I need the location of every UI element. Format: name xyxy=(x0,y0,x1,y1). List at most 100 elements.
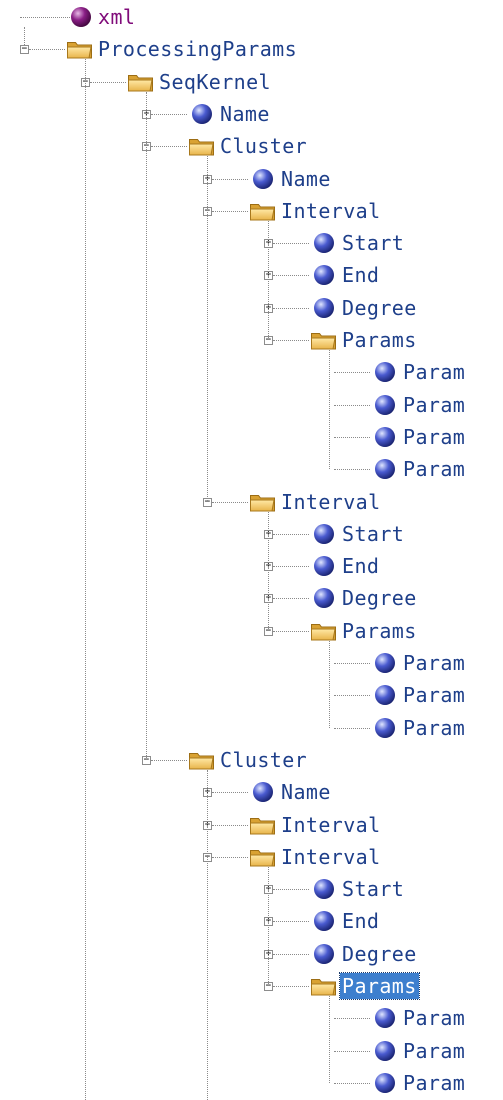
tree-connector-line xyxy=(212,501,248,503)
tree-node-label-degree[interactable]: Degree xyxy=(342,941,417,966)
tree-connector-line xyxy=(268,866,269,986)
tree-node-label-start[interactable]: Start xyxy=(342,521,405,546)
tree-connector-line xyxy=(146,91,147,760)
tree-node-label-interval[interactable]: Interval xyxy=(281,198,381,223)
tree-node-label-degree[interactable]: Degree xyxy=(342,586,417,611)
tree-node-label-name[interactable]: Name xyxy=(281,780,331,805)
tree-node-label-end[interactable]: End xyxy=(342,263,380,288)
tree-node-label-start[interactable]: Start xyxy=(342,877,405,902)
folder-icon xyxy=(188,135,216,161)
tree-connector-line xyxy=(273,953,309,955)
tree-node-label-xml[interactable]: xml xyxy=(98,5,136,29)
blue-sphere-icon xyxy=(374,1072,396,1098)
tree-connector-line xyxy=(334,1050,370,1052)
tree-connector-line xyxy=(329,996,330,1083)
blue-sphere-icon xyxy=(252,781,274,807)
tree-connector-line xyxy=(273,986,309,987)
tree-connector-line xyxy=(90,81,126,83)
tree-connector-line xyxy=(273,340,309,341)
tree-connector-line xyxy=(334,1018,370,1020)
tree-node-label-start[interactable]: Start xyxy=(342,231,405,256)
tree-connector-line xyxy=(334,469,370,471)
tree-node-label-param[interactable]: Param xyxy=(403,424,466,449)
tree-node-label-name[interactable]: Name xyxy=(220,101,270,126)
tree-node-label-param[interactable]: Param xyxy=(403,457,466,482)
tree-connector-line xyxy=(273,307,309,309)
folder-icon xyxy=(249,200,277,226)
tree-connector-line xyxy=(212,210,248,212)
tree-node-label-end[interactable]: End xyxy=(342,554,380,579)
tree-connector-line xyxy=(329,640,330,728)
tree-node-label-params[interactable]: Params xyxy=(342,618,417,643)
tree-connector-line xyxy=(334,727,370,729)
purple-sphere-icon xyxy=(70,6,92,32)
blue-sphere-icon xyxy=(374,426,396,452)
blue-sphere-icon xyxy=(374,394,396,420)
blue-sphere-icon xyxy=(374,652,396,678)
folder-icon xyxy=(310,329,338,355)
tree-connector-line xyxy=(29,49,65,51)
folder-icon xyxy=(310,975,338,1001)
blue-sphere-icon xyxy=(313,910,335,936)
tree-node-label-param[interactable]: Param xyxy=(403,1038,466,1063)
blue-sphere-icon xyxy=(313,232,335,258)
folder-icon xyxy=(188,749,216,775)
tree-node-label-param[interactable]: Param xyxy=(403,360,466,385)
folder-icon xyxy=(249,814,277,840)
folder-icon xyxy=(310,620,338,646)
tree-node-label-interval[interactable]: Interval xyxy=(281,489,381,514)
tree-connector-line xyxy=(207,156,208,502)
blue-sphere-icon xyxy=(374,1007,396,1033)
tree-connector-line xyxy=(334,372,370,374)
blue-sphere-icon xyxy=(191,103,213,129)
folder-icon xyxy=(249,491,277,517)
tree-node-label-interval[interactable]: Interval xyxy=(281,812,381,837)
blue-sphere-icon xyxy=(374,458,396,484)
tree-connector-line xyxy=(273,921,309,923)
tree-connector-line xyxy=(212,824,248,826)
tree-node-label-interval[interactable]: Interval xyxy=(281,844,381,869)
blue-sphere-icon xyxy=(374,1040,396,1066)
tree-connector-line xyxy=(212,792,248,794)
tree-node-label-degree[interactable]: Degree xyxy=(342,295,417,320)
blue-sphere-icon xyxy=(374,717,396,743)
blue-sphere-icon xyxy=(374,684,396,710)
tree-connector-line xyxy=(273,630,309,632)
tree-connector-line xyxy=(212,178,248,180)
blue-sphere-icon xyxy=(313,878,335,904)
tree-node-label-param[interactable]: Param xyxy=(403,651,466,675)
blue-sphere-icon xyxy=(313,523,335,549)
tree-node-label-param[interactable]: Param xyxy=(403,1070,466,1095)
tree-connector-line xyxy=(273,275,309,277)
tree-connector-line xyxy=(151,759,187,761)
tree-node-label-params[interactable]: Params xyxy=(339,972,420,1000)
tree-connector-line xyxy=(268,511,269,631)
tree-node-label-param[interactable]: Param xyxy=(403,392,466,417)
tree-node-label-processingparams[interactable]: ProcessingParams xyxy=(98,37,298,62)
tree-node-label-end[interactable]: End xyxy=(342,909,380,934)
tree-connector-line xyxy=(273,598,309,600)
folder-icon xyxy=(249,846,277,872)
tree-node-label-cluster[interactable]: Cluster xyxy=(220,747,308,772)
tree-connector-line xyxy=(20,17,70,18)
tree-node-label-param[interactable]: Param xyxy=(403,1006,466,1031)
tree-node-label-param[interactable]: Param xyxy=(403,683,466,708)
tree-node-label-name[interactable]: Name xyxy=(281,166,331,191)
tree-connector-line xyxy=(273,533,309,535)
tree-node-label-param[interactable]: Param xyxy=(403,715,466,740)
tree-connector-line xyxy=(24,27,25,46)
tree-connector-line xyxy=(268,220,269,340)
collapse-toggle[interactable]: − xyxy=(20,44,29,55)
blue-sphere-icon xyxy=(313,297,335,323)
tree-connector-line xyxy=(85,59,86,1100)
tree-node-label-params[interactable]: Params xyxy=(342,328,417,352)
tree-connector-line xyxy=(151,113,187,115)
tree-connector-line xyxy=(329,350,330,470)
tree-connector-line xyxy=(273,243,309,245)
tree-connector-line xyxy=(334,436,370,438)
tree-node-label-seqkernel[interactable]: SeqKernel xyxy=(159,69,271,94)
tree-connector-line xyxy=(212,856,248,858)
tree-connector-line xyxy=(334,1082,370,1084)
tree-node-label-cluster[interactable]: Cluster xyxy=(220,134,308,159)
